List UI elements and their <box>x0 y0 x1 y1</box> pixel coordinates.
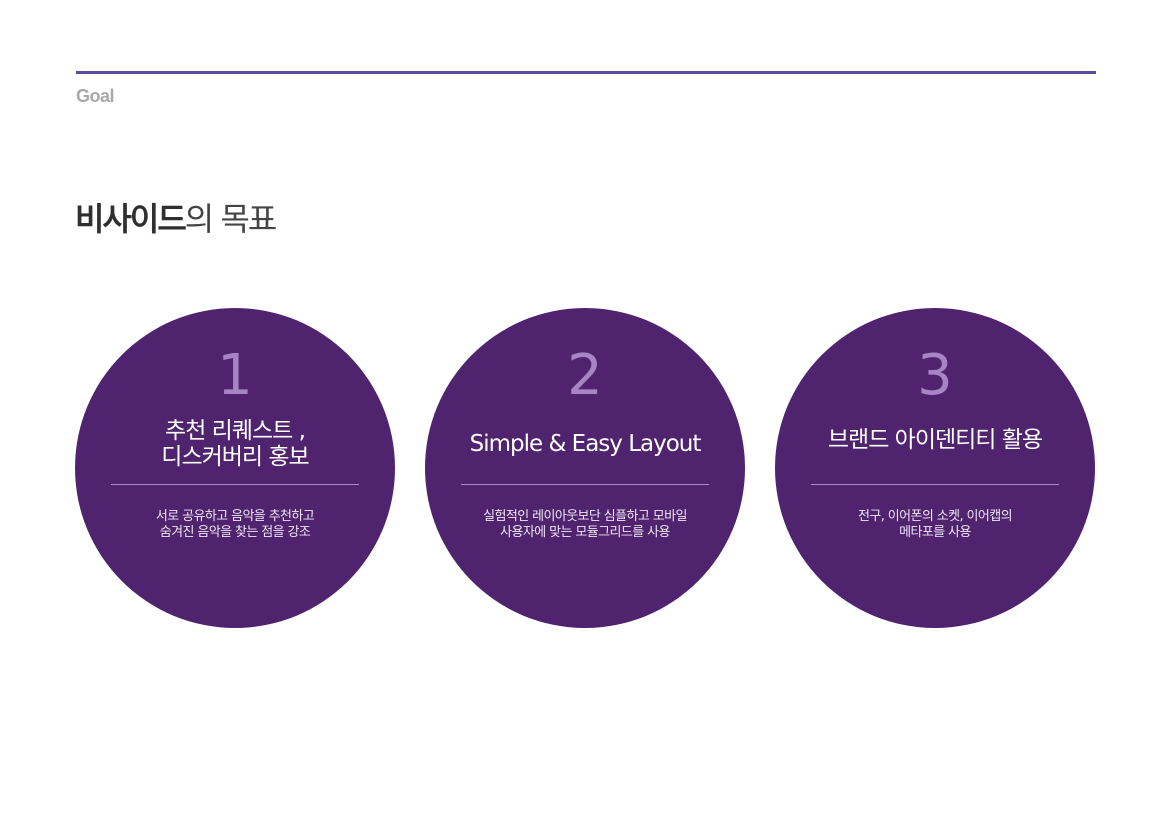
goal-title: 추천 리퀘스트 , 디스커버리 홍보 <box>95 412 375 476</box>
goal-title-line: 추천 리퀘스트 , <box>165 418 306 444</box>
goal-desc-line: 사용자에 맞는 모듈그리드를 사용 <box>500 525 670 540</box>
goal-desc-line: 전구, 이어폰의 소켓, 이어캡의 <box>858 509 1013 524</box>
page-title: 비사이드의 목표 <box>75 194 277 240</box>
goal-title: 브랜드 아이덴티티 활용 <box>795 408 1075 472</box>
goal-desc-line: 메타포를 사용 <box>899 525 971 540</box>
goal-title: Simple & Easy Layout <box>445 412 725 476</box>
goal-number: 3 <box>917 343 953 408</box>
goal-desc-line: 실험적인 레이아웃보단 심플하고 모바일 <box>483 509 687 524</box>
goal-title-line: Simple & Easy Layout <box>469 431 702 457</box>
goal-title-line: 브랜드 아이덴티티 활용 <box>827 427 1043 453</box>
goal-number: 2 <box>567 343 603 408</box>
top-rule-divider <box>76 71 1096 74</box>
goal-description: 서로 공유하고 음악을 추천하고 숨겨진 음악을 찾는 점을 강조 <box>105 509 365 541</box>
page-title-suffix: 의 목표 <box>184 200 277 238</box>
goal-desc-line: 서로 공유하고 음악을 추천하고 <box>155 509 315 524</box>
section-label: Goal <box>76 86 115 106</box>
goal-title-line: 디스커버리 홍보 <box>161 444 309 470</box>
goal-description: 실험적인 레이아웃보단 심플하고 모바일 사용자에 맞는 모듈그리드를 사용 <box>455 509 715 541</box>
goal-description: 전구, 이어폰의 소켓, 이어캡의 메타포를 사용 <box>805 509 1065 541</box>
goal-divider <box>111 484 359 485</box>
goal-circle-3: 3 브랜드 아이덴티티 활용 전구, 이어폰의 소켓, 이어캡의 메타포를 사용 <box>775 308 1095 628</box>
goal-divider <box>811 484 1059 485</box>
goal-number: 1 <box>217 343 253 408</box>
goal-circle-1: 1 추천 리퀘스트 , 디스커버리 홍보 서로 공유하고 음악을 추천하고 숨겨… <box>75 308 395 628</box>
goal-divider <box>461 484 709 485</box>
goal-desc-line: 숨겨진 음악을 찾는 점을 강조 <box>159 525 311 540</box>
page-title-brand: 비사이드 <box>75 200 187 238</box>
goal-circle-2: 2 Simple & Easy Layout 실험적인 레이아웃보단 심플하고 … <box>425 308 745 628</box>
